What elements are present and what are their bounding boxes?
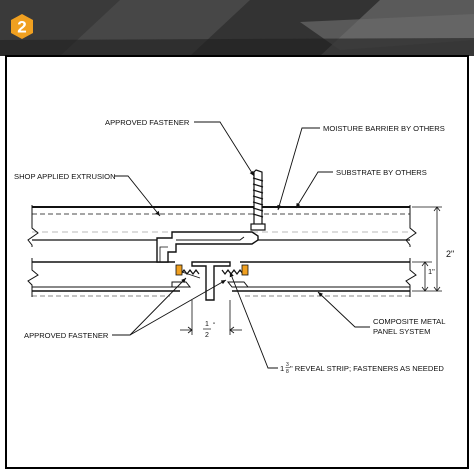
dimension-total-height-label: 2" bbox=[446, 249, 454, 259]
dimension-gap-denominator: 2 bbox=[205, 332, 209, 339]
reveal-strip-frac-den: 8 bbox=[286, 369, 289, 375]
dimension-gap-unit: " bbox=[213, 322, 216, 329]
panel-fastener-right bbox=[221, 264, 250, 288]
leader-lines bbox=[112, 121, 370, 369]
reveal-strip-text: " REVEAL STRIP; FASTENERS AS NEEDED bbox=[290, 364, 444, 373]
label-substrate: SUBSTRATE BY OTHERS bbox=[336, 168, 427, 177]
step-number: 2 bbox=[17, 18, 26, 37]
dimension-total-height bbox=[412, 206, 442, 292]
dimension-gap bbox=[180, 300, 242, 335]
label-shop-applied-extrusion: SHOP APPLIED EXTRUSION bbox=[14, 172, 116, 181]
dimension-gap-numerator: 1 bbox=[205, 321, 209, 328]
reveal-strip-whole: 1 bbox=[280, 364, 284, 373]
dimension-panel-height bbox=[412, 261, 432, 292]
label-composite-panel-line2: PANEL SYSTEM bbox=[373, 327, 430, 336]
composite-panel-left bbox=[32, 261, 180, 297]
reveal-strip-frac-num: 3 bbox=[286, 362, 289, 368]
step-badge: 2 bbox=[11, 14, 33, 39]
label-moisture-barrier: MOISTURE BARRIER BY OTHERS bbox=[323, 124, 445, 133]
label-approved-fastener-top: APPROVED FASTENER bbox=[105, 118, 190, 127]
shop-applied-extrusion bbox=[156, 231, 259, 263]
approved-fastener-screw bbox=[250, 169, 266, 231]
label-approved-fastener-bottom: APPROVED FASTENER bbox=[24, 331, 109, 340]
dimension-panel-height-label: 1" bbox=[428, 267, 435, 276]
header-banner bbox=[0, 0, 474, 56]
label-reveal-strip: 1 3 8 " REVEAL STRIP; FASTENERS AS NEEDE… bbox=[280, 362, 444, 375]
break-lines bbox=[27, 205, 417, 297]
label-composite-panel-line1: COMPOSITE METAL bbox=[373, 317, 445, 326]
reveal-strip bbox=[191, 261, 231, 301]
composite-panel-right bbox=[232, 261, 410, 297]
